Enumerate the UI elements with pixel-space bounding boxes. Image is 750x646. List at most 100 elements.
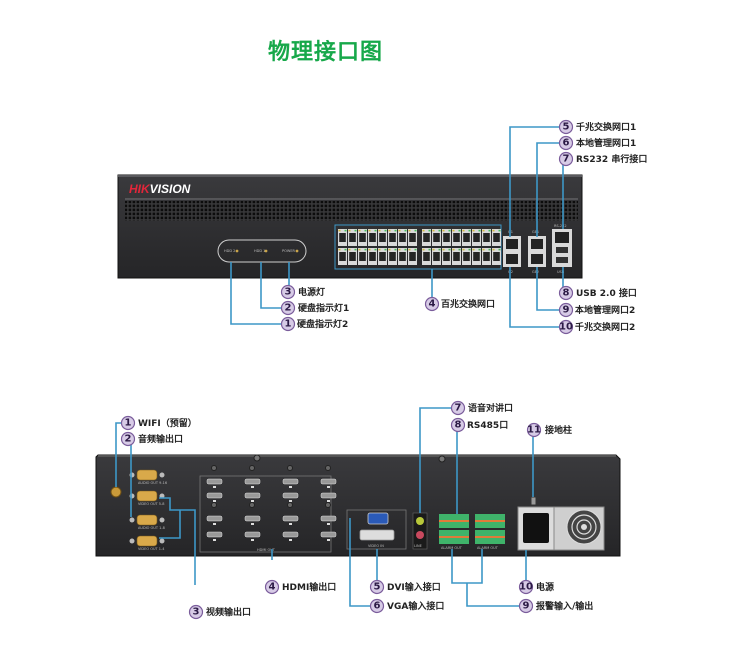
hdmi-port[interactable] (206, 515, 223, 525)
svg-text:HDD 1: HDD 1 (254, 249, 265, 253)
db-connector[interactable]: VIDEO OUT 1-4 (129, 535, 166, 551)
svg-text:接地柱: 接地柱 (545, 424, 572, 436)
rj45-port[interactable] (378, 248, 387, 265)
hdmi-port[interactable] (282, 531, 299, 541)
hdmi-port[interactable] (282, 478, 299, 488)
rj45-port[interactable] (452, 229, 461, 246)
alarm-terminal-1[interactable]: ALARM OUT (439, 514, 469, 550)
rj45-port[interactable] (398, 248, 407, 265)
hdmi-block (199, 475, 332, 553)
rj45-port[interactable] (378, 229, 387, 246)
svg-text:DVI输入接口: DVI输入接口 (387, 581, 441, 593)
rj45-port[interactable] (338, 248, 347, 265)
ground-post[interactable] (530, 496, 537, 506)
svg-text:3: 3 (285, 287, 292, 298)
usb-port-2[interactable] (556, 257, 568, 263)
svg-text:电源: 电源 (536, 581, 554, 593)
rj45-port[interactable] (348, 248, 357, 265)
svg-text:10: 10 (519, 582, 533, 593)
db-connector-label: VIDEO OUT 5-8 (138, 502, 164, 506)
rj45-port[interactable] (462, 248, 471, 265)
svg-text:LINE: LINE (414, 544, 422, 548)
hdmi-ports (206, 465, 337, 541)
dvi-port[interactable] (359, 529, 395, 541)
line-out-port[interactable] (416, 531, 424, 539)
hdmi-port[interactable] (320, 515, 337, 525)
hdmi-port[interactable] (282, 492, 299, 502)
hdmi-port[interactable] (244, 492, 261, 502)
svg-text:9: 9 (523, 601, 530, 612)
svg-text:硬盘指示灯1: 硬盘指示灯1 (298, 302, 349, 314)
rj45-port[interactable] (358, 229, 367, 246)
svg-text:报警输入/输出: 报警输入/输出 (536, 600, 593, 612)
page-title: 物理接口图 (268, 39, 384, 65)
alarm-terminal-2[interactable]: ALARM OUT (475, 514, 505, 550)
hdmi-port[interactable] (206, 531, 223, 541)
svg-text:USB: USB (557, 270, 565, 274)
rj45-port[interactable] (408, 229, 417, 246)
hdmi-port[interactable] (320, 531, 337, 541)
svg-text:10: 10 (559, 322, 573, 333)
rj45-port[interactable] (422, 229, 431, 246)
svg-text:11: 11 (527, 425, 541, 436)
rj45-port[interactable] (432, 229, 441, 246)
db-connector[interactable]: AUDIO OUT 1-8 (129, 514, 165, 530)
svg-text:HDMI OUT: HDMI OUT (257, 548, 276, 552)
hdmi-port[interactable] (244, 531, 261, 541)
rj45-port[interactable] (388, 229, 397, 246)
hdmi-port[interactable] (244, 515, 261, 525)
rj45-port[interactable] (398, 229, 407, 246)
indicator-hdd1: HDD 1 (254, 249, 268, 253)
power-socket[interactable] (523, 513, 549, 543)
management-port-2[interactable] (531, 254, 543, 264)
management-port-1[interactable] (531, 239, 543, 249)
hdmi-port[interactable] (320, 492, 337, 502)
rj45-port[interactable] (492, 229, 501, 246)
gigabit-port-1[interactable] (506, 239, 518, 249)
rj45-port[interactable] (338, 229, 347, 246)
hdmi-port[interactable] (282, 515, 299, 525)
rj45-port[interactable] (388, 248, 397, 265)
svg-text:音频输出口: 音频输出口 (138, 433, 183, 445)
rj45-port[interactable] (482, 229, 491, 246)
svg-text:本地管理网口2: 本地管理网口2 (575, 304, 635, 316)
hdmi-port[interactable] (206, 478, 223, 488)
rj45-port[interactable] (408, 248, 417, 265)
svg-text:2: 2 (125, 434, 132, 445)
rj45-port[interactable] (358, 248, 367, 265)
rj45-port[interactable] (368, 229, 377, 246)
line-in-port[interactable] (416, 517, 424, 525)
rs232-port[interactable] (555, 232, 569, 243)
rj45-port[interactable] (462, 229, 471, 246)
svg-text:7: 7 (563, 154, 570, 165)
gigabit-port-2[interactable] (506, 254, 518, 264)
rj45-port[interactable] (348, 229, 357, 246)
rj45-port[interactable] (472, 248, 481, 265)
usb-port-1[interactable] (556, 247, 568, 253)
fast-ethernet-group (334, 224, 502, 270)
rj45-port[interactable] (482, 248, 491, 265)
rj45-port[interactable] (492, 248, 501, 265)
rj45-port[interactable] (442, 248, 451, 265)
rj45-port[interactable] (368, 248, 377, 265)
rj45-port[interactable] (472, 229, 481, 246)
vga-port[interactable] (367, 512, 389, 525)
rj45-port[interactable] (452, 248, 461, 265)
svg-text:USB 2.0 接口: USB 2.0 接口 (576, 287, 637, 299)
rj45-port[interactable] (442, 229, 451, 246)
hdmi-port[interactable] (320, 478, 337, 488)
hdmi-port[interactable] (206, 492, 223, 502)
rj45-port[interactable] (432, 248, 441, 265)
hdmi-port[interactable] (244, 478, 261, 488)
rj45-port[interactable] (422, 248, 431, 265)
svg-text:4: 4 (429, 299, 436, 310)
svg-text:4: 4 (269, 582, 276, 593)
wifi-antenna-port[interactable] (110, 486, 122, 498)
svg-text:6: 6 (563, 138, 570, 149)
